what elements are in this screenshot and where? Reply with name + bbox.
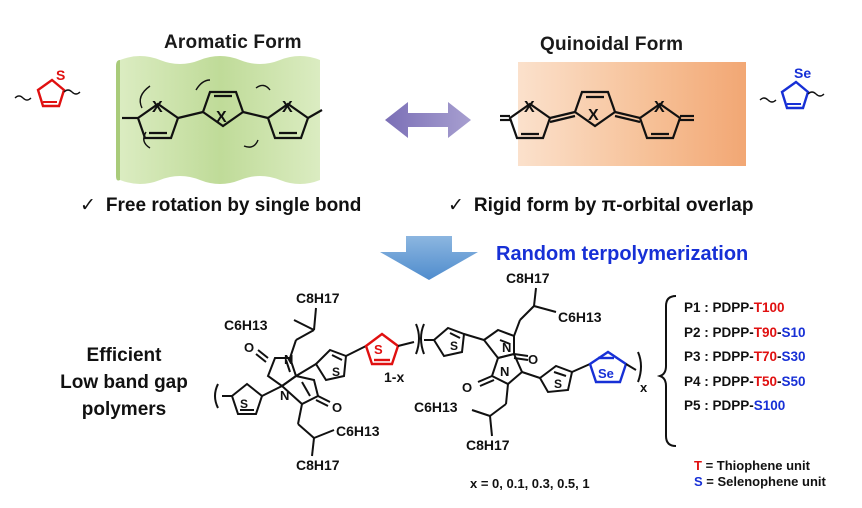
quinoidal-box [518, 62, 746, 166]
quinoidal-form-title: Quinoidal Form [540, 34, 684, 55]
x-values: x = 0, 0.1, 0.3, 0.5, 1 [470, 476, 590, 491]
thiophene-monomer-icon: S [14, 67, 81, 108]
polymer-list: P1 : PDPP-T100 P2 : PDPP-T90-S10 P3 : PD… [684, 296, 806, 419]
legend-selenophene: S = Selenophene unit [694, 474, 826, 489]
subscript-1-x: 1-x [384, 369, 404, 385]
svg-text:S: S [332, 365, 340, 379]
legend-thiophene: T = Thiophene unit [694, 458, 810, 473]
selenophene-monomer-icon: Se [759, 65, 825, 110]
checkmark-icon: ✓ [80, 195, 96, 216]
polymer-item: P4 : PDPP-T50-S50 [684, 373, 806, 389]
alkyl-c8-bottom-left: C8H17 [296, 457, 340, 473]
svg-text:O: O [332, 400, 342, 415]
selenium-label: Se [794, 65, 811, 81]
svg-text:S: S [450, 339, 458, 353]
subscript-x: x [640, 380, 648, 395]
alkyl-c8-bottom-right: C8H17 [466, 437, 510, 453]
svg-text:X: X [588, 107, 599, 124]
resonance-double-arrow [385, 102, 471, 138]
alkyl-c6-bottom-left: C6H13 [336, 423, 380, 439]
checkmark-icon: ✓ [448, 195, 464, 216]
feature-quinoidal: ✓Rigid form by π-orbital overlap [448, 195, 754, 216]
svg-text:O: O [462, 380, 472, 395]
svg-text:N: N [502, 340, 511, 355]
aromatic-form-title: Aromatic Form [164, 32, 302, 53]
svg-text:N: N [284, 352, 293, 367]
polymer-description: Efficient Low band gap polymers [60, 345, 188, 420]
svg-text:X: X [654, 99, 665, 116]
alkyl-c6-top-left: C6H13 [224, 317, 268, 333]
svg-text:X: X [524, 99, 535, 116]
svg-text:N: N [280, 388, 289, 403]
svg-text:O: O [528, 352, 538, 367]
polymer-list-brace [656, 295, 677, 447]
svg-text:S: S [240, 397, 248, 411]
process-label: Random terpolymerization [496, 243, 749, 265]
aromatic-ribbon [120, 56, 320, 184]
svg-text:S: S [554, 377, 562, 391]
alkyl-c8-top-left: C8H17 [296, 290, 340, 306]
thiophene-unit [364, 332, 400, 366]
quinoidal-chain [500, 90, 694, 140]
unit-legend: T = Thiophene unit S = Selenophene unit [694, 458, 826, 490]
alkyl-c6-bottom-right: C6H13 [414, 399, 458, 415]
svg-text:O: O [244, 340, 254, 355]
feature-aromatic: ✓Free rotation by single bond [80, 195, 362, 216]
polymer-item: P2 : PDPP-T90-S10 [684, 324, 806, 340]
down-arrow [380, 236, 478, 280]
svg-text:X: X [152, 99, 163, 116]
svg-text:X: X [216, 109, 227, 126]
alkyl-c8-top-right: C8H17 [506, 270, 550, 286]
aromatic-chain [122, 79, 323, 149]
svg-text:S: S [374, 342, 383, 357]
alkyl-c6-top-right: C6H13 [558, 309, 602, 325]
svg-text:X: X [282, 99, 293, 116]
polymer-item: P1 : PDPP-T100 [684, 300, 785, 315]
svg-text:Se: Se [598, 366, 614, 381]
selenophene-unit [588, 350, 628, 384]
sulfur-label: S [56, 67, 65, 83]
polymer-item: P3 : PDPP-T70-S30 [684, 349, 806, 364]
svg-text:N: N [500, 364, 509, 379]
polymer-structure [214, 307, 367, 457]
polymer-item: P5 : PDPP-S100 [684, 398, 786, 413]
